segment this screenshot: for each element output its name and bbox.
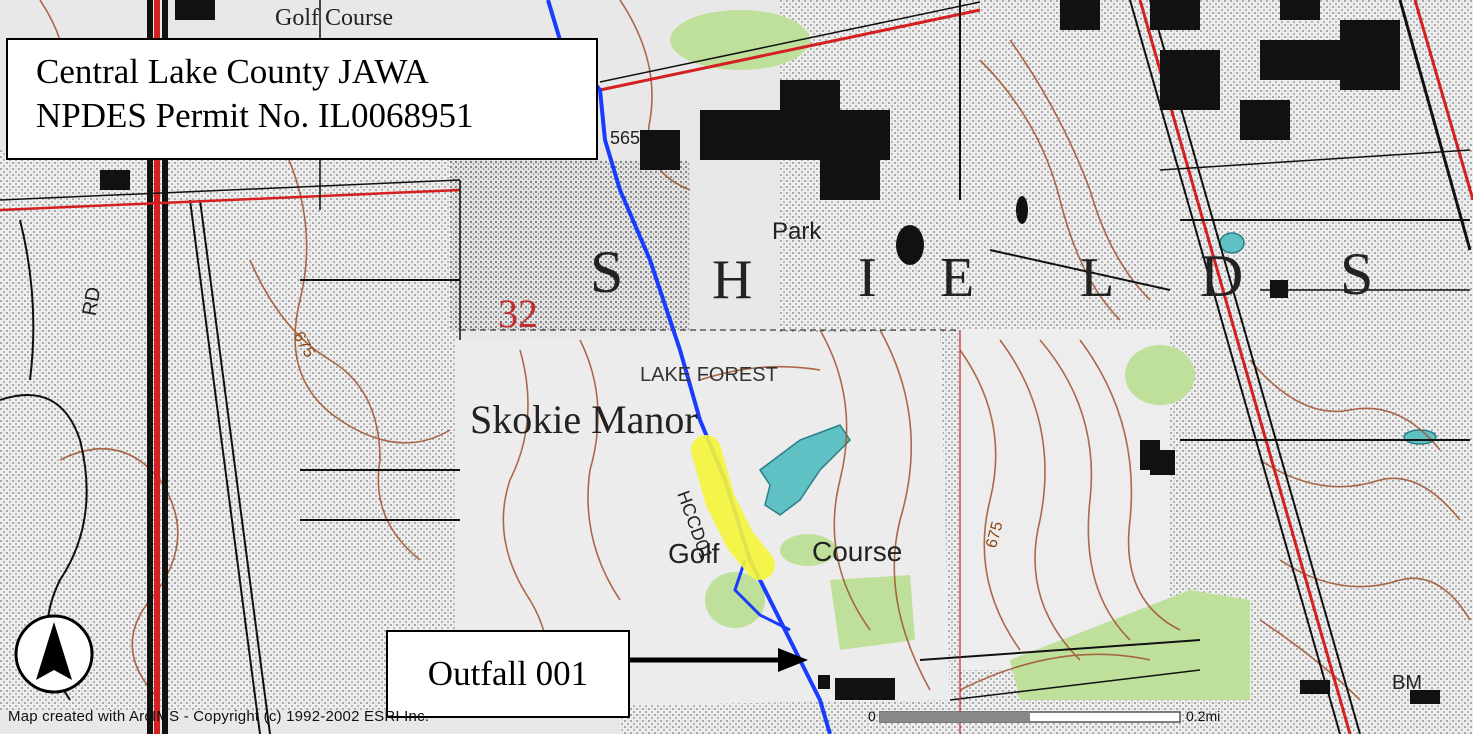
label-bm: BM — [1392, 672, 1422, 694]
scale-start-label: 0 — [868, 708, 876, 724]
title-line-2: NPDES Permit No. IL0068951 — [36, 96, 474, 135]
title-line-1: Central Lake County JAWA — [36, 52, 429, 91]
label-lake-forest: LAKE FOREST — [640, 364, 778, 386]
permit-title-box: Central Lake County JAWA NPDES Permit No… — [6, 38, 598, 160]
label-section-32: 32 — [498, 291, 538, 336]
label-golf-course-top: Golf Course — [275, 5, 393, 31]
stream-branch — [733, 559, 791, 632]
label-shields-i: I — [858, 247, 877, 309]
stream — [546, 0, 832, 734]
label-shields-d: D — [1200, 243, 1244, 309]
label-shields-e: E — [940, 247, 975, 309]
north-arrow-icon — [14, 614, 94, 694]
label-shields-s2: S — [1340, 241, 1374, 307]
buildings — [100, 0, 1440, 704]
label-course: Course — [812, 536, 903, 567]
label-golf: Golf — [668, 538, 720, 569]
label-shields-h: H — [712, 249, 753, 311]
label-shields-l: L — [1080, 247, 1115, 309]
urban-area-center — [450, 160, 690, 330]
label-skokie-manor: Skokie Manor — [470, 397, 698, 442]
golf-course-area — [455, 330, 950, 705]
label-shields-s1: S — [590, 239, 624, 305]
label-park: Park — [772, 218, 822, 245]
scale-end-label: 0.2mi — [1186, 708, 1221, 724]
outfall-label: Outfall 001 — [427, 654, 589, 693]
outfall-callout-box: Outfall 001 — [386, 630, 630, 718]
stream-segment-highlight — [691, 435, 775, 580]
copyright-text: Map created with ArcIMS - Copyright (c) … — [8, 708, 430, 725]
scale-bar — [879, 711, 1181, 723]
arrow-right-icon — [630, 648, 808, 672]
label-elev-565: 565 — [610, 128, 641, 148]
